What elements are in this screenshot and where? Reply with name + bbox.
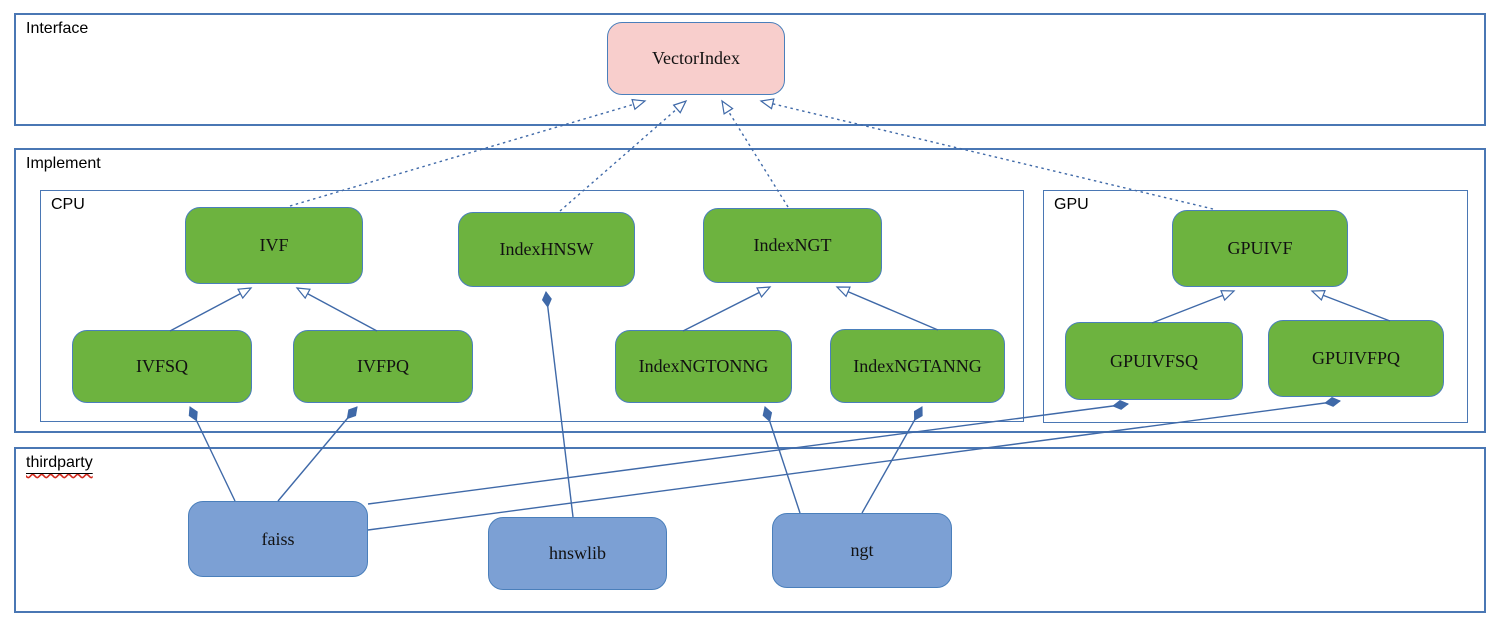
node-indexhnsw-label: IndexHNSW — [499, 239, 594, 259]
node-indexngtonng: IndexNGTONNG — [615, 330, 792, 403]
container-thirdparty-label: thirdparty — [26, 454, 93, 472]
container-implement-label: Implement — [26, 155, 101, 172]
node-faiss-label: faiss — [261, 528, 295, 549]
node-indexngtanng-label: IndexNGTANNG — [853, 355, 982, 376]
node-vectorindex-label: VectorIndex — [652, 48, 740, 68]
node-gpuivfsq-label: GPUIVFSQ — [1109, 350, 1199, 371]
node-gpuivfpq: GPUIVFPQ — [1268, 320, 1444, 397]
node-gpuivf-label: GPUIVF — [1227, 238, 1293, 258]
node-ngt-label: ngt — [850, 540, 874, 560]
node-vectorindex: VectorIndex — [607, 22, 785, 95]
container-gpu-label: GPU — [1054, 196, 1089, 213]
node-indexngtonng-label: IndexNGTONNG — [638, 356, 769, 376]
node-indexngtanng: IndexNGTANNG — [830, 329, 1005, 403]
node-indexngt-label: IndexNGT — [753, 235, 832, 255]
node-indexngt: IndexNGT — [703, 208, 882, 283]
node-gpuivf: GPUIVF — [1172, 210, 1348, 287]
node-ngt: ngt — [772, 513, 952, 588]
node-faiss: faiss — [188, 501, 368, 577]
node-gpuivfpq-label: GPUIVFPQ — [1311, 348, 1401, 368]
node-ivfsq-label: IVFSQ — [135, 356, 188, 376]
node-ivf-label: IVF — [259, 235, 289, 255]
node-ivf: IVF — [185, 207, 363, 284]
node-gpuivfsq: GPUIVFSQ — [1065, 322, 1243, 400]
node-ivfpq: IVFPQ — [293, 330, 473, 403]
node-hnswlib-label: hnswlib — [548, 543, 606, 563]
node-hnswlib: hnswlib — [488, 517, 667, 590]
thirdparty-spellcheck-underline: thirdparty — [26, 454, 93, 471]
node-indexhnsw: IndexHNSW — [458, 212, 635, 287]
container-interface-label: Interface — [26, 20, 89, 37]
node-ivfsq: IVFSQ — [72, 330, 252, 403]
node-ivfpq-label: IVFPQ — [356, 356, 409, 376]
container-cpu-label: CPU — [51, 196, 85, 213]
